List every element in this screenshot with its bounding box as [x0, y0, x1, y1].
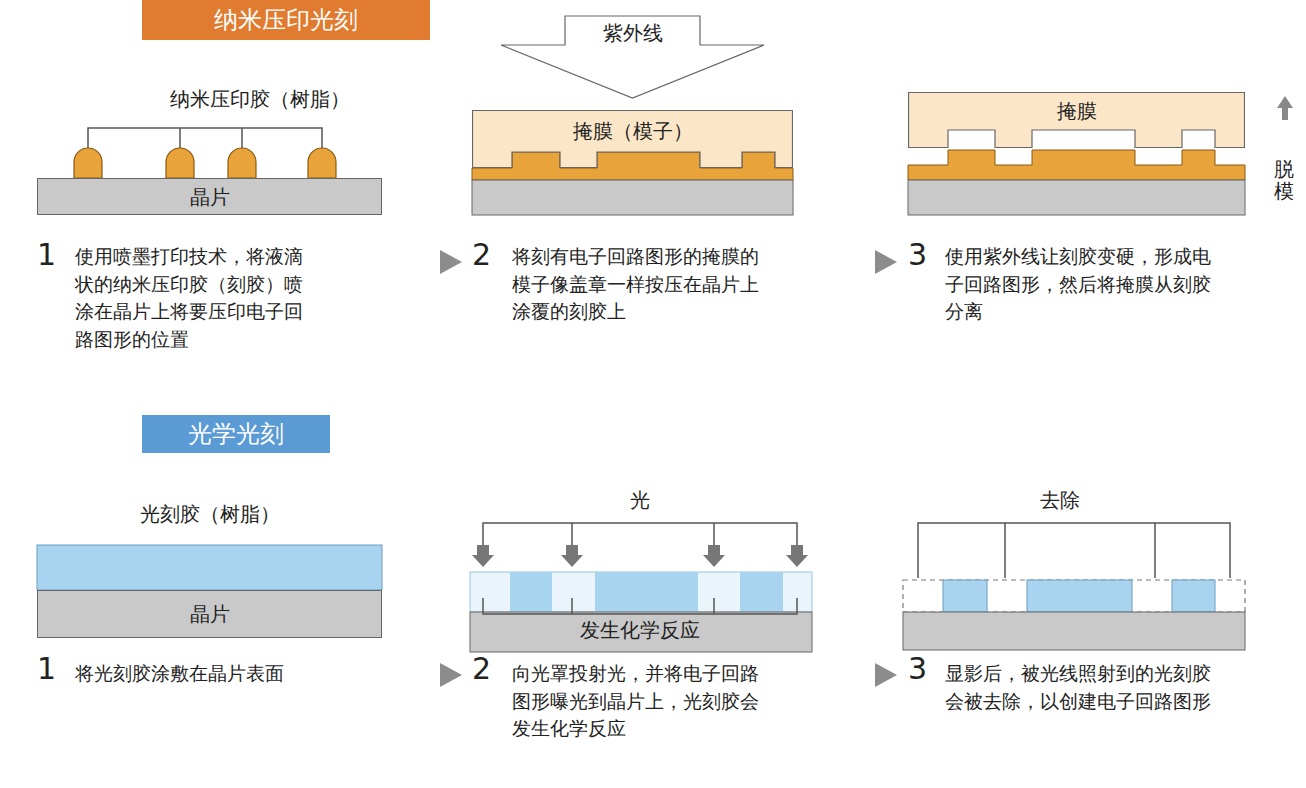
release-label: 脱模	[1274, 158, 1294, 202]
section-band: 光学光刻	[142, 415, 330, 453]
uv-arrow-text: 紫外线	[603, 20, 663, 47]
step-text: 使用紫外线让刻胶变硬，形成电子回路图形，然后将掩膜从刻胶分离	[945, 243, 1215, 326]
wafer: 晶片	[37, 178, 382, 215]
mask-text: 掩膜（模子）	[573, 118, 693, 145]
step-text: 将光刻胶涂敷在晶片表面	[75, 660, 405, 688]
step-number: 1	[37, 652, 67, 685]
wafer-text: 晶片	[190, 184, 230, 211]
section-band-text: 纳米压印光刻	[214, 4, 358, 36]
section-band: 纳米压印光刻	[142, 0, 430, 40]
step-text: 显影后，被光线照射到的光刻胶会被去除，以创建电子回路图形	[945, 660, 1215, 715]
reaction-label: 发生化学反应	[540, 616, 740, 645]
uv-arrow: 紫外线	[500, 15, 765, 99]
step-number: 1	[37, 238, 67, 271]
step-text: 将刻有电子回路图形的掩膜的模子像盖章一样按压在晶片上涂覆的刻胶上	[512, 243, 767, 326]
light-label: 光	[610, 486, 670, 515]
wafer-text: 晶片	[190, 601, 230, 628]
section-band-text: 光学光刻	[188, 418, 284, 450]
mask: 掩膜	[908, 92, 1245, 148]
step-number: 2	[472, 652, 502, 685]
step-number: 3	[908, 238, 938, 271]
uv-arrow-path	[501, 16, 764, 98]
material-label: 光刻胶（树脂）	[100, 500, 320, 529]
step-number: 2	[472, 238, 502, 271]
material-label: 纳米压印胶（树脂）	[130, 85, 390, 114]
mask-text: 掩膜	[1057, 98, 1097, 125]
step-number: 3	[908, 652, 938, 685]
mask-path	[473, 111, 793, 168]
mask-path	[909, 93, 1245, 148]
wafer: 晶片	[37, 590, 382, 638]
mask: 掩膜（模子）	[472, 110, 793, 168]
step-text: 使用喷墨打印技术，将液滴状的纳米压印胶（刻胶）喷涂在晶片上将要压印电子回路图形的…	[75, 243, 320, 353]
removal-label: 去除	[1020, 486, 1100, 515]
step-text: 向光罩投射光，并将电子回路图形曝光到晶片上，光刻胶会发生化学反应	[512, 660, 767, 743]
